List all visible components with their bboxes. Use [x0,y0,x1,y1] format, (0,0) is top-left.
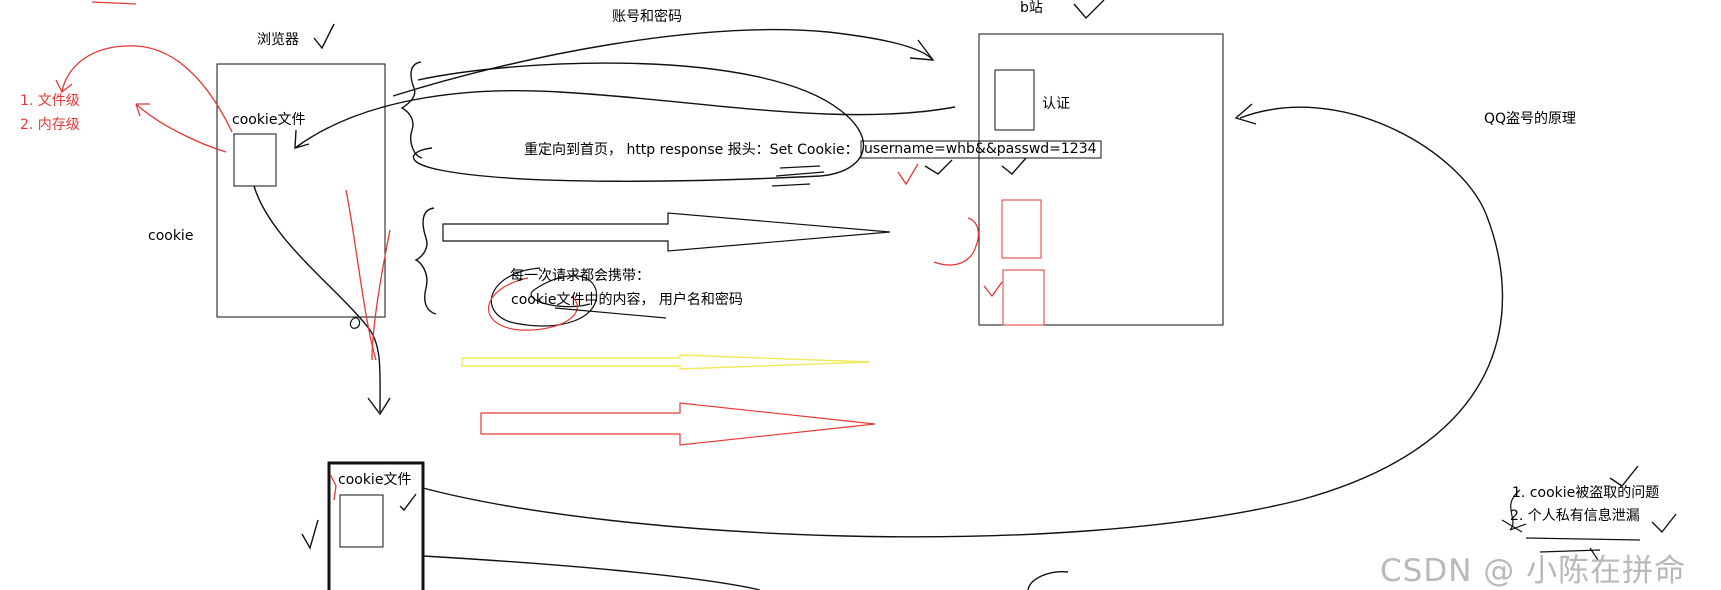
cookie-file-bottom-label: cookie文件 [338,472,412,488]
cookie-file-bottom-box [327,461,425,590]
check-bottom-box [399,493,417,512]
check-red-1 [897,163,919,186]
cookie-file-top-label: cookie文件 [232,112,306,128]
level-item-1: 1. 文件级 [20,93,80,109]
auth-label: 认证 [1042,96,1070,112]
level-item-2: 2. 内存级 [20,117,80,133]
request-arrow-yellow [461,354,871,370]
each-request-line-1: 每一次请求都会携带： [510,268,650,284]
red-curve-to-level2 [135,103,227,153]
account-password-label: 账号和密码 [612,9,682,25]
qq-theft-curve [422,106,1504,538]
qq-principle-label: QQ盗号的原理 [1484,111,1577,127]
arrowhead-qq [1234,103,1257,125]
check-browser [313,23,335,50]
red-top-scribble [91,1,137,5]
browser-box [216,63,386,318]
red-curve-to-level1 [61,45,233,133]
set-cookie-value-box [860,140,1102,159]
check-passwd-black [1001,157,1027,175]
cookie-file-inner-box [233,133,277,187]
watermark-text: CSDN @ 小陈在拼命 [1380,553,1687,589]
arrowhead-setcookie [294,129,310,149]
check-issue2 [1651,513,1677,534]
check-bottom-left [301,519,319,550]
arrowhead-account [909,39,935,61]
bsite-box [978,33,1224,326]
bsite-label: b站 [1020,0,1043,16]
scribble-loop [490,267,598,327]
arrowhead-cookie-down [367,397,391,416]
check-username [924,159,953,175]
set-cookie-value: username=whb&&passwd=1234 [864,141,1097,157]
auth-box [994,69,1035,131]
server-red-box-2 [1002,269,1045,326]
arrow-setcookie-to-browser [294,90,956,149]
red-arrowhead-level2 [135,103,150,117]
underline-cookie-content [554,307,667,319]
arrow-cookie-down [253,185,381,413]
bottom-arc-right [1027,571,1069,590]
brace-bottom [414,207,437,315]
bottom-line-from-box [422,555,761,590]
redirect-text: 重定向到首页， http response 报头：Set Cookie： [524,142,859,158]
small-o [349,317,361,329]
scribble-loop-red [488,277,578,331]
server-red-box-1 [1001,199,1042,259]
request-arrow-red [480,402,876,446]
check-red-3 [983,281,1003,298]
check-red-4 [329,473,337,501]
arrow-account-password [392,28,934,97]
red-arrowhead-level1 [55,79,73,94]
brace-top [400,61,423,159]
cookie-file-bottom-inner [339,494,384,548]
red-stroke-1 [345,189,377,361]
red-stroke-2 [371,229,391,361]
issues-scribble [1501,489,1641,561]
issue-item-2: 2. 个人私有信息泄漏 [1510,508,1640,524]
issue-item-1: 1. cookie被盗取的问题 [1512,485,1660,501]
check-red-2 [933,217,980,266]
browser-label: 浏览器 [257,32,299,48]
cookie-label-left: cookie [148,228,194,244]
check-bsite [1073,0,1105,20]
check-issue1 [1609,465,1639,487]
underline-scribble [771,165,825,187]
each-request-line-2: cookie文件中的内容， 用户名和密码 [511,292,743,308]
request-arrow-black [442,212,891,252]
oval-return-path [412,62,865,182]
